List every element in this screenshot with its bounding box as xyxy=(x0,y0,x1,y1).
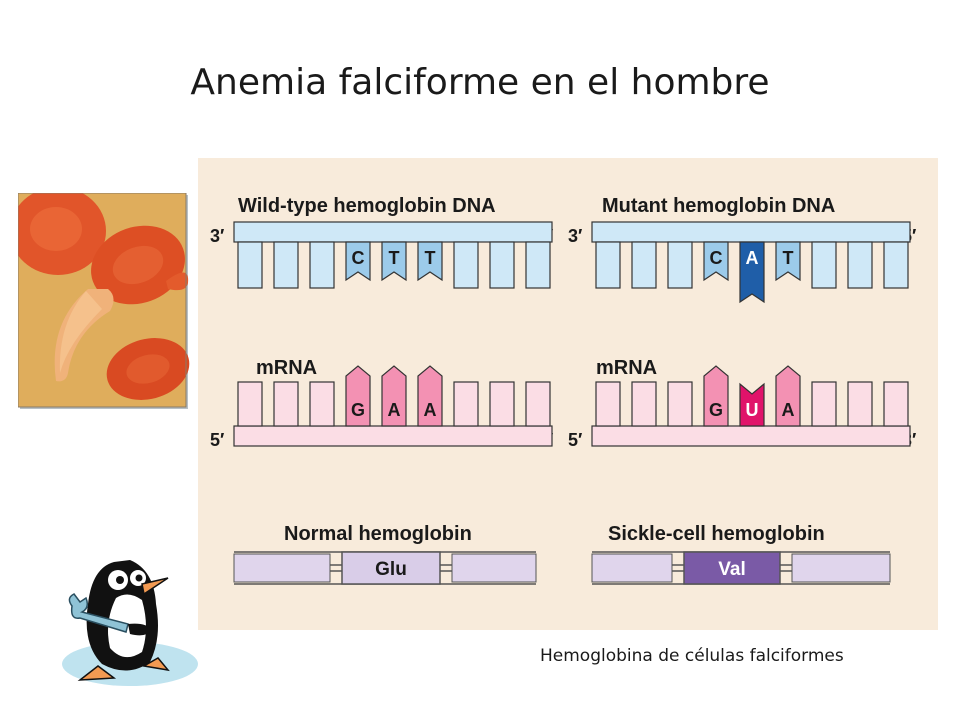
dna-backbone-slot xyxy=(489,241,515,289)
mrna-backbone-slot xyxy=(525,381,551,427)
mrna-backbone-slot xyxy=(237,381,263,427)
mutant-mrna-base-label-2: U xyxy=(746,400,759,420)
dna-backbone-slot xyxy=(595,241,621,289)
sickle-cell-hemoglobin-protein: Val xyxy=(591,551,891,585)
wild-type-dna-base-1 xyxy=(345,241,371,282)
dna-backbone-slot xyxy=(847,241,873,289)
normal-hemoglobin-protein: Glu xyxy=(233,551,537,585)
mutant-mrna-base-3 xyxy=(775,365,801,427)
slide-title: Anemia falciforme en el hombre xyxy=(190,62,770,103)
mrna-backbone-slot xyxy=(847,381,873,427)
red-blood-cells-photo-icon xyxy=(18,193,190,409)
mutant-panel: Mutant hemoglobin DNA 3′ 5′ CAT mRNA 5′ … xyxy=(568,195,916,585)
wild-type-mrna-base-3 xyxy=(417,365,443,427)
penguin-with-wrench-icon xyxy=(62,560,198,686)
right-mrna-end-5: 5′ xyxy=(568,430,582,450)
mutant-dna-base-label-2: A xyxy=(746,248,759,268)
wild-type-dna-base-label-2: T xyxy=(389,248,400,268)
mutant-dna-base-2 xyxy=(739,241,765,304)
dna-backbone-slot xyxy=(811,241,837,289)
diagram-caption: Hemoglobina de células falciformes xyxy=(540,646,844,666)
wild-type-mrna-base-1 xyxy=(345,365,371,427)
dna-backbone-slot xyxy=(667,241,693,289)
sickle-cell-hemoglobin-title: Sickle-cell hemoglobin xyxy=(608,523,825,545)
mutant-dna-base-label-1: C xyxy=(710,248,723,268)
mrna-backbone-slot xyxy=(309,381,335,427)
mrna-backbone-slot xyxy=(883,381,909,427)
mutant-dna-base-3 xyxy=(775,241,801,282)
mutant-dna-base-1 xyxy=(703,241,729,282)
val-label: Val xyxy=(718,559,745,580)
left-dna-end-3: 3′ xyxy=(210,226,224,246)
mrna-backbone-slot xyxy=(489,381,515,427)
left-mrna-title: mRNA xyxy=(256,357,317,379)
dna-backbone-slot xyxy=(453,241,479,289)
mrna-backbone-slot xyxy=(453,381,479,427)
mutant-mrna-base-label-3: A xyxy=(782,400,795,420)
mutant-dna-base-label-3: T xyxy=(783,248,794,268)
mutant-mrna-base-1 xyxy=(703,365,729,427)
mrna-backbone-slot xyxy=(631,381,657,427)
wild-type-dna-base-2 xyxy=(381,241,407,282)
sickle-cell-mutation-diagram: Wild-type hemoglobin DNA 3′ 5′ CTT mRNA … xyxy=(198,158,938,630)
dna-backbone-slot xyxy=(525,241,551,289)
left-mrna-end-5: 5′ xyxy=(210,430,224,450)
glu-amino-acid xyxy=(341,551,441,585)
val-amino-acid xyxy=(683,551,781,585)
mrna-backbone-slot xyxy=(667,381,693,427)
wild-type-mrna-base-label-1: G xyxy=(351,400,365,420)
dna-backbone-slot xyxy=(309,241,335,289)
mutant-dna-title: Mutant hemoglobin DNA xyxy=(602,195,835,217)
wild-type-dna-base-label-3: T xyxy=(425,248,436,268)
wild-type-dna-base-3 xyxy=(417,241,443,282)
wild-type-dna-title: Wild-type hemoglobin DNA xyxy=(238,195,496,217)
wild-type-mrna-base-label-3: A xyxy=(424,400,437,420)
wild-type-mrna-base-2 xyxy=(381,365,407,427)
wild-type-panel: Wild-type hemoglobin DNA 3′ 5′ CTT mRNA … xyxy=(210,195,553,585)
mrna-backbone-slot xyxy=(273,381,299,427)
mutant-mrna-base-2 xyxy=(739,382,765,427)
mutant-mrna-base-label-1: G xyxy=(709,400,723,420)
right-dna-end-3: 3′ xyxy=(568,226,582,246)
mrna-backbone-slot xyxy=(811,381,837,427)
glu-label: Glu xyxy=(375,559,407,580)
dna-backbone-slot xyxy=(237,241,263,289)
dna-backbone-slot xyxy=(631,241,657,289)
right-mrna-title: mRNA xyxy=(596,357,657,379)
normal-hemoglobin-title: Normal hemoglobin xyxy=(284,523,472,545)
wild-type-mrna-base-label-2: A xyxy=(388,400,401,420)
dna-backbone-slot xyxy=(883,241,909,289)
dna-backbone-slot xyxy=(273,241,299,289)
wild-type-dna-base-label-1: C xyxy=(352,248,365,268)
mrna-backbone-slot xyxy=(595,381,621,427)
